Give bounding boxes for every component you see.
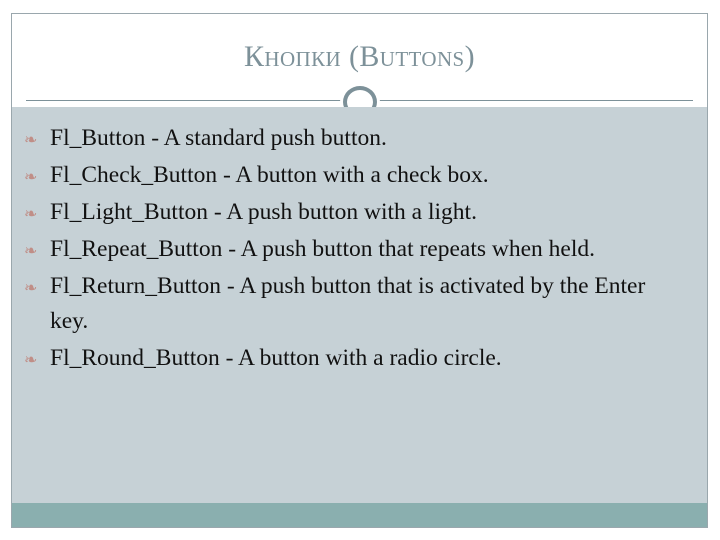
fleuron-bullet-icon: ❧ [24, 130, 38, 149]
page-title: Кнопки (Buttons) [243, 40, 476, 73]
list-item: ❧ Fl_Light_Button - A push button with a… [22, 195, 681, 230]
fleuron-bullet-icon: ❧ [24, 278, 38, 297]
title-band: Кнопки (Buttons) [12, 14, 707, 107]
list-item: ❧ Fl_Repeat_Button - A push button that … [22, 232, 681, 267]
title-divider-line [26, 100, 693, 101]
fleuron-bullet-icon: ❧ [24, 241, 38, 260]
fleuron-bullet-icon: ❧ [24, 350, 38, 369]
slide-frame: Кнопки (Buttons) ❧ Fl_Button - A standar… [11, 13, 708, 528]
fleuron-bullet-icon: ❧ [24, 204, 38, 223]
list-item: ❧ Fl_Button - A standard push button. [22, 121, 681, 156]
list-item-label: Fl_Round_Button - A button with a radio … [50, 345, 502, 371]
slide-body: ❧ Fl_Button - A standard push button. ❧ … [12, 107, 707, 503]
list-item: ❧ Fl_Round_Button - A button with a radi… [22, 341, 681, 376]
list-item-label: Fl_Return_Button - A push button that is… [50, 273, 646, 334]
list-item: ❧ Fl_Return_Button - A push button that … [22, 269, 681, 339]
list-item-label: Fl_Light_Button - A push button with a l… [50, 199, 477, 225]
list-item-label: Fl_Repeat_Button - A push button that re… [50, 236, 595, 262]
list-item-label: Fl_Check_Button - A button with a check … [50, 162, 489, 188]
list-item: ❧ Fl_Check_Button - A button with a chec… [22, 158, 681, 193]
fleuron-bullet-icon: ❧ [24, 167, 38, 186]
footer-bar [12, 503, 707, 527]
bullet-list: ❧ Fl_Button - A standard push button. ❧ … [12, 107, 707, 376]
list-item-label: Fl_Button - A standard push button. [50, 125, 387, 151]
